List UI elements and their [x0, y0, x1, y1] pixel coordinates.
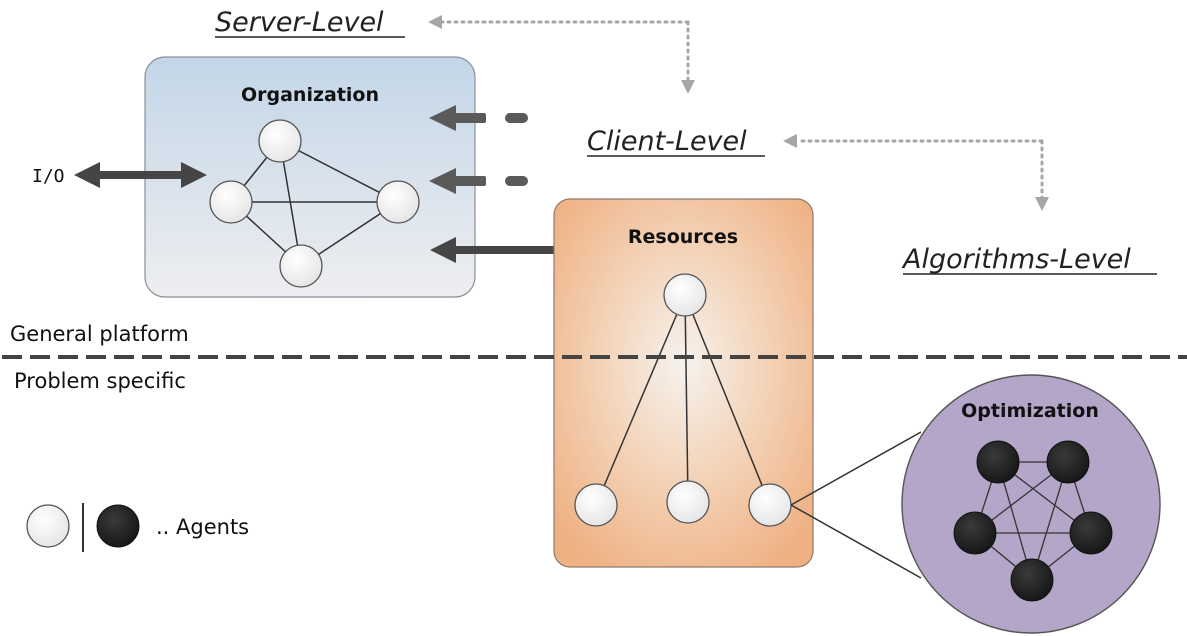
- algorithms-level-text: Algorithms-Level: [901, 244, 1131, 275]
- organization-agent-left: [209, 180, 253, 224]
- client-level-label: Client-Level: [587, 126, 765, 157]
- resources-agent-middle: [666, 480, 710, 524]
- server-level-arrowhead: [428, 15, 442, 29]
- client-to-organization-dashed-arrow-upper: [429, 105, 528, 131]
- algorithms-level-label: Algorithms-Level: [901, 244, 1157, 275]
- client-to-organization-dashed-arrow-lower: [429, 168, 528, 194]
- server-level-text: Server-Level: [215, 7, 384, 38]
- organization-agent-bottom: [279, 244, 323, 288]
- organization-agent-top: [258, 119, 302, 163]
- problem-specific-label: Problem specific: [14, 369, 186, 393]
- legend-agents-label: .. Agents: [156, 515, 249, 539]
- optimization-agent-4: [1069, 511, 1113, 555]
- organization-title: Organization: [241, 84, 379, 106]
- resources-title: Resources: [628, 226, 738, 248]
- organization-agent-right: [376, 180, 420, 224]
- optimization-agent-2: [1046, 440, 1090, 484]
- server-level-label: Server-Level: [215, 7, 405, 38]
- resources-edges: [595, 294, 771, 506]
- resources-agent-root: [663, 273, 707, 317]
- optimization-title: Optimization: [961, 400, 1099, 422]
- optimization-agent-3: [953, 511, 997, 555]
- client-level-text: Client-Level: [587, 126, 747, 157]
- general-platform-label: General platform: [10, 322, 189, 346]
- client-level-arrowhead: [783, 134, 797, 148]
- server-client-dotted-arrow: [440, 20, 690, 84]
- legend-light-agent-icon: [26, 504, 70, 548]
- organization-box: Organization: [144, 56, 476, 298]
- io-double-arrow: [74, 162, 207, 188]
- client-algorithms-dotted-arrow: [795, 139, 1044, 201]
- resources-agent-left: [574, 483, 618, 527]
- optimization-agent-1: [976, 440, 1020, 484]
- optimization-agent-5: [1010, 558, 1054, 602]
- legend-dark-agent-icon: [96, 504, 140, 548]
- algorithms-level-down-arrowhead: [1035, 197, 1049, 211]
- optimization-circle: Optimization: [901, 374, 1161, 634]
- optimization-zoom-lines: [790, 431, 922, 579]
- io-label: I/O: [32, 166, 65, 187]
- legend: .. Agents: [26, 503, 249, 552]
- client-level-down-arrowhead: [681, 80, 695, 94]
- resources-agent-right: [748, 483, 792, 527]
- resources-box: Resources: [553, 198, 814, 568]
